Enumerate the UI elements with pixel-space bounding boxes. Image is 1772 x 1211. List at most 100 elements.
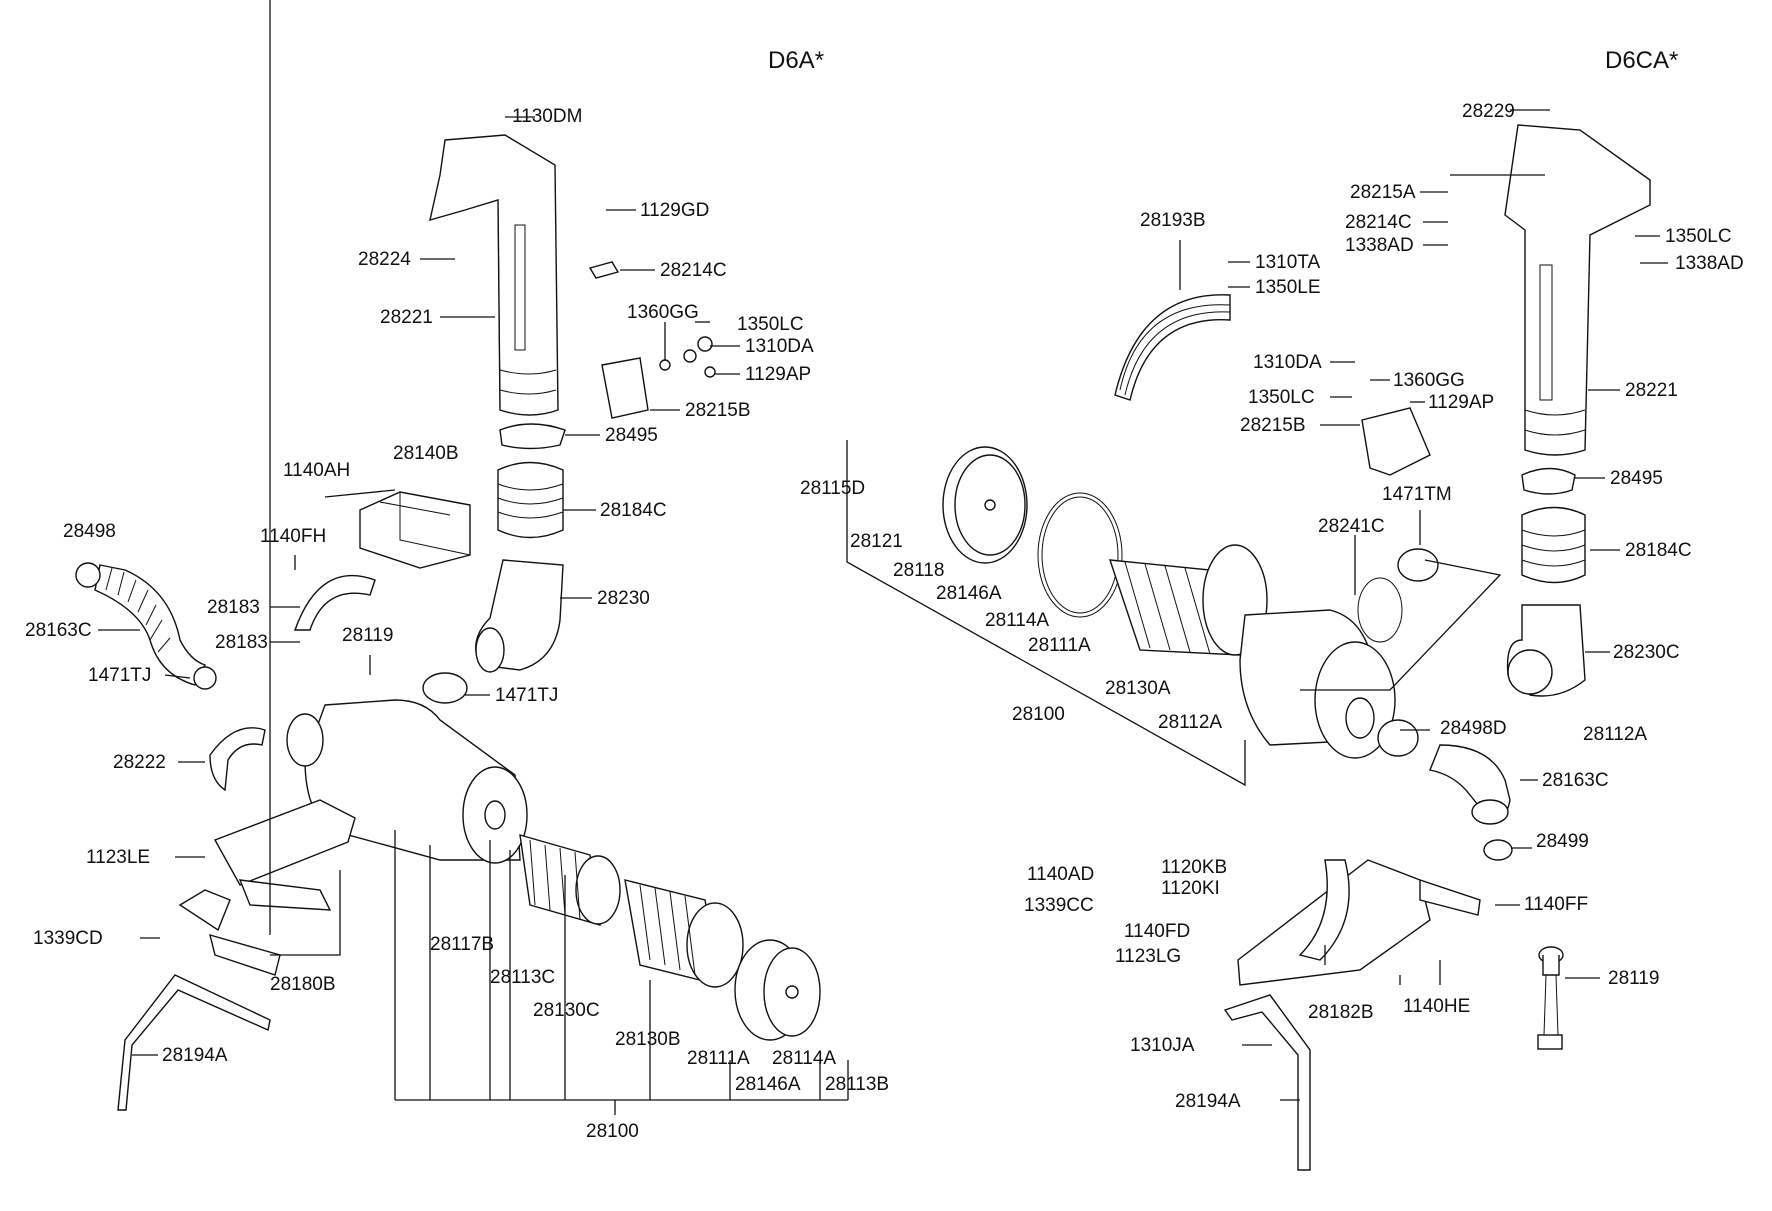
label-1140fd: 1140FD <box>1124 921 1190 942</box>
label-1140ad: 1140AD <box>1027 864 1094 885</box>
label-28146a: 28146A <box>735 1074 801 1095</box>
left-leader-lines <box>98 0 849 1115</box>
label-28229: 28229 <box>1462 101 1515 122</box>
label-28215a: 28215A <box>1350 182 1416 203</box>
label-1129ap-right: 1129AP <box>1428 392 1494 413</box>
label-1310ja: 1310JA <box>1130 1035 1195 1056</box>
label-28100-right: 28100 <box>1012 704 1065 725</box>
label-28214c-right: 28214C <box>1345 212 1412 233</box>
label-1120kb: 1120KB <box>1161 857 1227 878</box>
left-assembly <box>75 134 821 1111</box>
title-d6ca: D6CA* <box>1605 47 1678 74</box>
label-28112a-a: 28112A <box>1158 712 1222 733</box>
label-1350le: 1350LE <box>1255 277 1321 298</box>
label-28121: 28121 <box>850 531 903 552</box>
label-1360gg-right: 1360GG <box>1393 370 1465 391</box>
label-28184c-right: 28184C <box>1625 540 1692 561</box>
label-1350lc-right-b: 1350LC <box>1248 387 1315 408</box>
label-28184c: 28184C <box>600 500 667 521</box>
label-28163c-right: 28163C <box>1542 770 1609 791</box>
label-28112a-b: 28112A <box>1583 724 1647 745</box>
right-assembly <box>942 124 1651 1171</box>
label-28222: 28222 <box>113 752 166 773</box>
label-1123le: 1123LE <box>86 847 150 868</box>
right-labels: 28229 28215A 28214C 1338AD 1350LC 1338AD… <box>800 101 1744 1112</box>
label-28230c: 28230C <box>1613 642 1680 663</box>
label-1350lc: 1350LC <box>737 314 804 335</box>
plate-28215b <box>1361 407 1431 476</box>
label-28194a-right: 28194A <box>1175 1091 1241 1112</box>
bracket-28180b <box>213 799 356 886</box>
label-28119: 28119 <box>342 625 393 646</box>
ring-28495 <box>499 423 566 450</box>
label-1471tj-a: 1471TJ <box>88 665 151 686</box>
label-1310ta: 1310TA <box>1255 252 1320 273</box>
label-1360gg: 1360GG <box>627 302 699 323</box>
label-1310da: 1310DA <box>745 336 814 357</box>
label-1129gd: 1129GD <box>640 200 709 221</box>
label-1350lc-right-a: 1350LC <box>1665 226 1732 247</box>
right-leader-lines <box>846 109 1668 1101</box>
label-28495-right: 28495 <box>1610 468 1663 489</box>
bellows-28184c <box>497 461 564 539</box>
label-28163c: 28163C <box>25 620 92 641</box>
intake-duct-28221-right <box>1504 124 1651 456</box>
label-1471tj-b: 1471TJ <box>495 685 558 706</box>
label-28498: 28498 <box>63 521 116 542</box>
label-28117b: 28117B <box>430 934 494 955</box>
label-28230: 28230 <box>597 588 650 609</box>
left-labels: 1130DM 1129GD 28224 28214C 28221 1360GG … <box>25 106 889 1142</box>
label-28130a: 28130A <box>1105 678 1171 699</box>
bracket-28215b <box>601 357 649 419</box>
label-28115d: 28115D <box>800 478 865 499</box>
strap-28194a-right <box>1223 994 1311 1171</box>
label-1140ah: 1140AH <box>283 460 350 481</box>
label-28215b-right: 28215B <box>1240 415 1306 436</box>
label-28193b: 28193B <box>1140 210 1206 231</box>
label-28100: 28100 <box>586 1121 639 1142</box>
label-28183-a: 28183 <box>207 597 260 618</box>
label-28214c: 28214C <box>660 260 727 281</box>
label-28499: 28499 <box>1536 831 1589 852</box>
label-28130c: 28130C <box>533 1000 600 1021</box>
strap-28194a <box>117 974 271 1111</box>
strap-28183 <box>294 575 376 631</box>
label-1338ad-a: 1338AD <box>1345 235 1414 256</box>
strap-28193b <box>1114 294 1231 401</box>
label-1140fh: 1140FH <box>260 526 326 547</box>
label-28498d: 28498D <box>1440 718 1507 739</box>
label-1471tm: 1471TM <box>1382 484 1452 505</box>
label-28119-right: 28119 <box>1608 968 1659 989</box>
label-28111a-right: 28111A <box>1028 635 1091 656</box>
band-28222 <box>209 727 266 792</box>
label-28113b: 28113B <box>825 1074 889 1095</box>
label-1129ap: 1129AP <box>745 364 811 385</box>
label-28130b: 28130B <box>615 1029 681 1050</box>
ring-28495-right <box>1521 467 1576 495</box>
label-1120ki: 1120KI <box>1161 878 1220 899</box>
label-1338ad-b: 1338AD <box>1675 253 1744 274</box>
label-28114a: 28114A <box>772 1048 836 1069</box>
label-1140he: 1140HE <box>1403 996 1470 1017</box>
label-1130dm: 1130DM <box>512 106 582 127</box>
label-28183-b: 28183 <box>215 632 268 653</box>
label-1339cc: 1339CC <box>1024 895 1094 916</box>
label-28180b: 28180B <box>270 974 336 995</box>
label-28182b: 28182B <box>1308 1002 1374 1023</box>
title-d6a: D6A* <box>768 47 824 74</box>
label-28495: 28495 <box>605 425 658 446</box>
label-28221: 28221 <box>380 307 433 328</box>
label-28146a-right: 28146A <box>936 583 1002 604</box>
label-28114a-right: 28114A <box>985 610 1049 631</box>
label-1123lg: 1123LG <box>1115 946 1181 967</box>
label-28241c: 28241C <box>1318 516 1385 537</box>
label-28215b: 28215B <box>685 400 751 421</box>
label-28140b: 28140B <box>393 443 459 464</box>
label-28194a: 28194A <box>162 1045 228 1066</box>
label-28118: 28118 <box>893 560 944 581</box>
bracket-28214c <box>588 261 620 279</box>
label-28224: 28224 <box>358 249 411 270</box>
label-28111a: 28111A <box>687 1048 750 1069</box>
label-1310da-right: 1310DA <box>1253 352 1322 373</box>
intake-duct-28221 <box>429 134 559 416</box>
